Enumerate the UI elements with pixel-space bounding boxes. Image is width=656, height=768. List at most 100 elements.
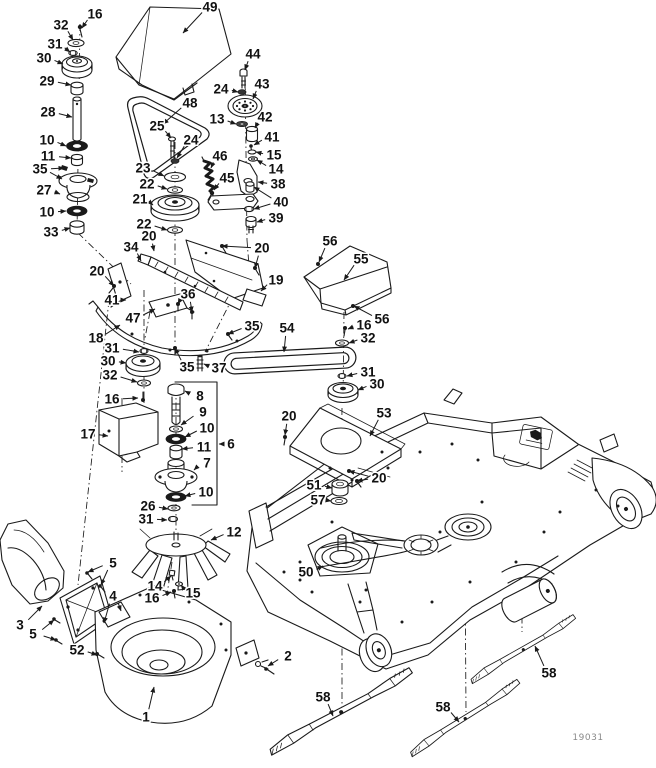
callout-58: 58 — [541, 666, 557, 681]
callout-26: 26 — [140, 499, 156, 514]
leader-19 — [260, 284, 268, 292]
callout-36: 36 — [180, 287, 196, 302]
leader-58 — [534, 645, 545, 667]
leader-25 — [165, 130, 172, 139]
leader-1 — [148, 686, 156, 710]
leader-20 — [283, 423, 289, 436]
part-frame-4 — [52, 571, 127, 645]
leader-56 — [353, 305, 373, 317]
leader-30 — [357, 385, 367, 391]
leader-32 — [348, 338, 358, 344]
leader-10 — [184, 430, 198, 438]
callout-9: 9 — [199, 405, 207, 420]
leader-5 — [41, 619, 55, 630]
leader-31 — [122, 348, 140, 354]
part-fastener-2 — [254, 659, 275, 675]
part-blower-housing-1 — [94, 586, 232, 724]
caster-wheel — [358, 633, 393, 673]
callout-20: 20 — [141, 229, 156, 244]
callout-16: 16 — [87, 7, 103, 22]
part-top-plate-53 — [283, 403, 406, 506]
leader-20 — [254, 255, 259, 269]
callout-7: 7 — [203, 456, 211, 471]
callout-46: 46 — [212, 149, 228, 164]
leader-24 — [231, 88, 239, 94]
callout-13: 13 — [209, 112, 225, 127]
leader-15 — [255, 150, 264, 156]
callout-35: 35 — [179, 360, 195, 375]
leader-22 — [157, 184, 168, 190]
part-right-pulley-30 — [327, 326, 359, 404]
callout-49: 49 — [202, 0, 217, 15]
leader-49 — [182, 12, 203, 34]
leader-48 — [162, 107, 182, 125]
callout-43: 43 — [254, 77, 270, 92]
leader-32 — [67, 30, 74, 41]
leader-35 — [227, 328, 242, 335]
callout-24: 24 — [183, 133, 199, 148]
leader-47 — [142, 308, 156, 316]
callout-15: 15 — [185, 586, 201, 601]
callout-30: 30 — [369, 377, 384, 392]
part-deck-weldment-50 — [235, 388, 656, 673]
leader-42 — [254, 121, 260, 129]
part-chute-3 — [0, 519, 65, 605]
leader-44 — [244, 61, 250, 71]
leader-36 — [188, 301, 194, 313]
leader-52 — [87, 650, 98, 656]
callout-22: 22 — [139, 177, 154, 192]
leader-20 — [348, 470, 369, 477]
callout-58: 58 — [435, 700, 451, 715]
callout-31: 31 — [360, 365, 376, 380]
leader-46 — [210, 161, 216, 169]
leader-34 — [136, 253, 142, 262]
callout-53: 53 — [376, 406, 392, 421]
callout-56: 56 — [322, 234, 338, 249]
leader-5 — [87, 565, 103, 573]
callout-5: 5 — [29, 627, 37, 642]
callout-11: 11 — [197, 440, 212, 455]
part-impeller-pulley-30 — [125, 348, 161, 402]
callout-55: 55 — [353, 252, 369, 267]
rear-roller — [609, 488, 643, 530]
callout-35: 35 — [244, 319, 260, 334]
callout-23: 23 — [135, 161, 151, 176]
callout-25: 25 — [149, 119, 165, 134]
leader-12 — [210, 534, 224, 541]
callout-5: 5 — [109, 556, 117, 571]
front-roller — [501, 578, 557, 623]
callout-22: 22 — [136, 217, 151, 232]
leader-17 — [98, 432, 109, 438]
leader-24 — [176, 146, 185, 159]
callout-31: 31 — [47, 37, 63, 52]
callout-16: 16 — [144, 591, 160, 606]
leader-10 — [57, 208, 67, 214]
callout-47: 47 — [125, 311, 140, 326]
callout-4: 4 — [109, 589, 117, 604]
callout-29: 29 — [39, 74, 54, 89]
leader-36 — [177, 297, 183, 305]
leader-4 — [116, 602, 122, 612]
leader-20 — [356, 477, 369, 483]
callout-18: 18 — [88, 331, 104, 346]
leader-11 — [181, 445, 194, 451]
leader-5 — [100, 569, 109, 586]
leader-26 — [158, 505, 169, 511]
callout-24: 24 — [213, 82, 229, 97]
callout-31: 31 — [138, 512, 154, 527]
leader-13 — [227, 119, 237, 125]
leader-20 — [150, 243, 156, 252]
callout-39: 39 — [268, 211, 283, 226]
part-right-idler-stack — [201, 68, 263, 234]
callout-42: 42 — [257, 110, 272, 125]
leader-51 — [324, 484, 333, 490]
callout-16: 16 — [356, 318, 372, 333]
leader-37 — [203, 363, 211, 369]
leader-31 — [156, 517, 168, 523]
callout-20: 20 — [89, 264, 104, 279]
part-center-idler-stack — [150, 136, 200, 234]
part-impeller-12 — [131, 528, 231, 599]
callout-30: 30 — [100, 354, 115, 369]
leader-31 — [346, 372, 358, 378]
